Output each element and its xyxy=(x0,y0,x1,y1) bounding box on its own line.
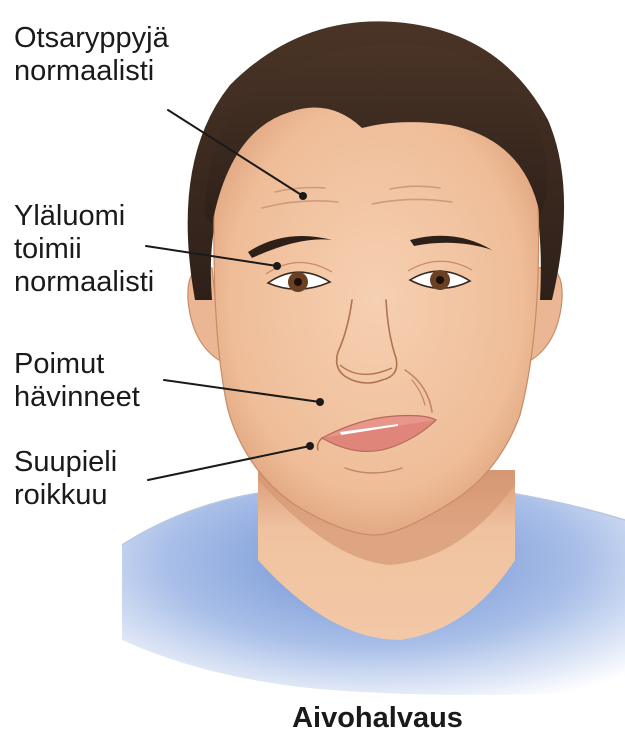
label-upper-eyelid: Yläluomi toimii normaalisti xyxy=(14,200,154,299)
caption: Aivohalvaus xyxy=(0,702,625,735)
label-forehead-wrinkles: Otsaryppyjä normaalisti xyxy=(14,22,169,88)
label-mouth-droop: Suupieli roikkuu xyxy=(14,446,117,512)
label-folds-gone: Poimut hävinneet xyxy=(14,348,140,414)
